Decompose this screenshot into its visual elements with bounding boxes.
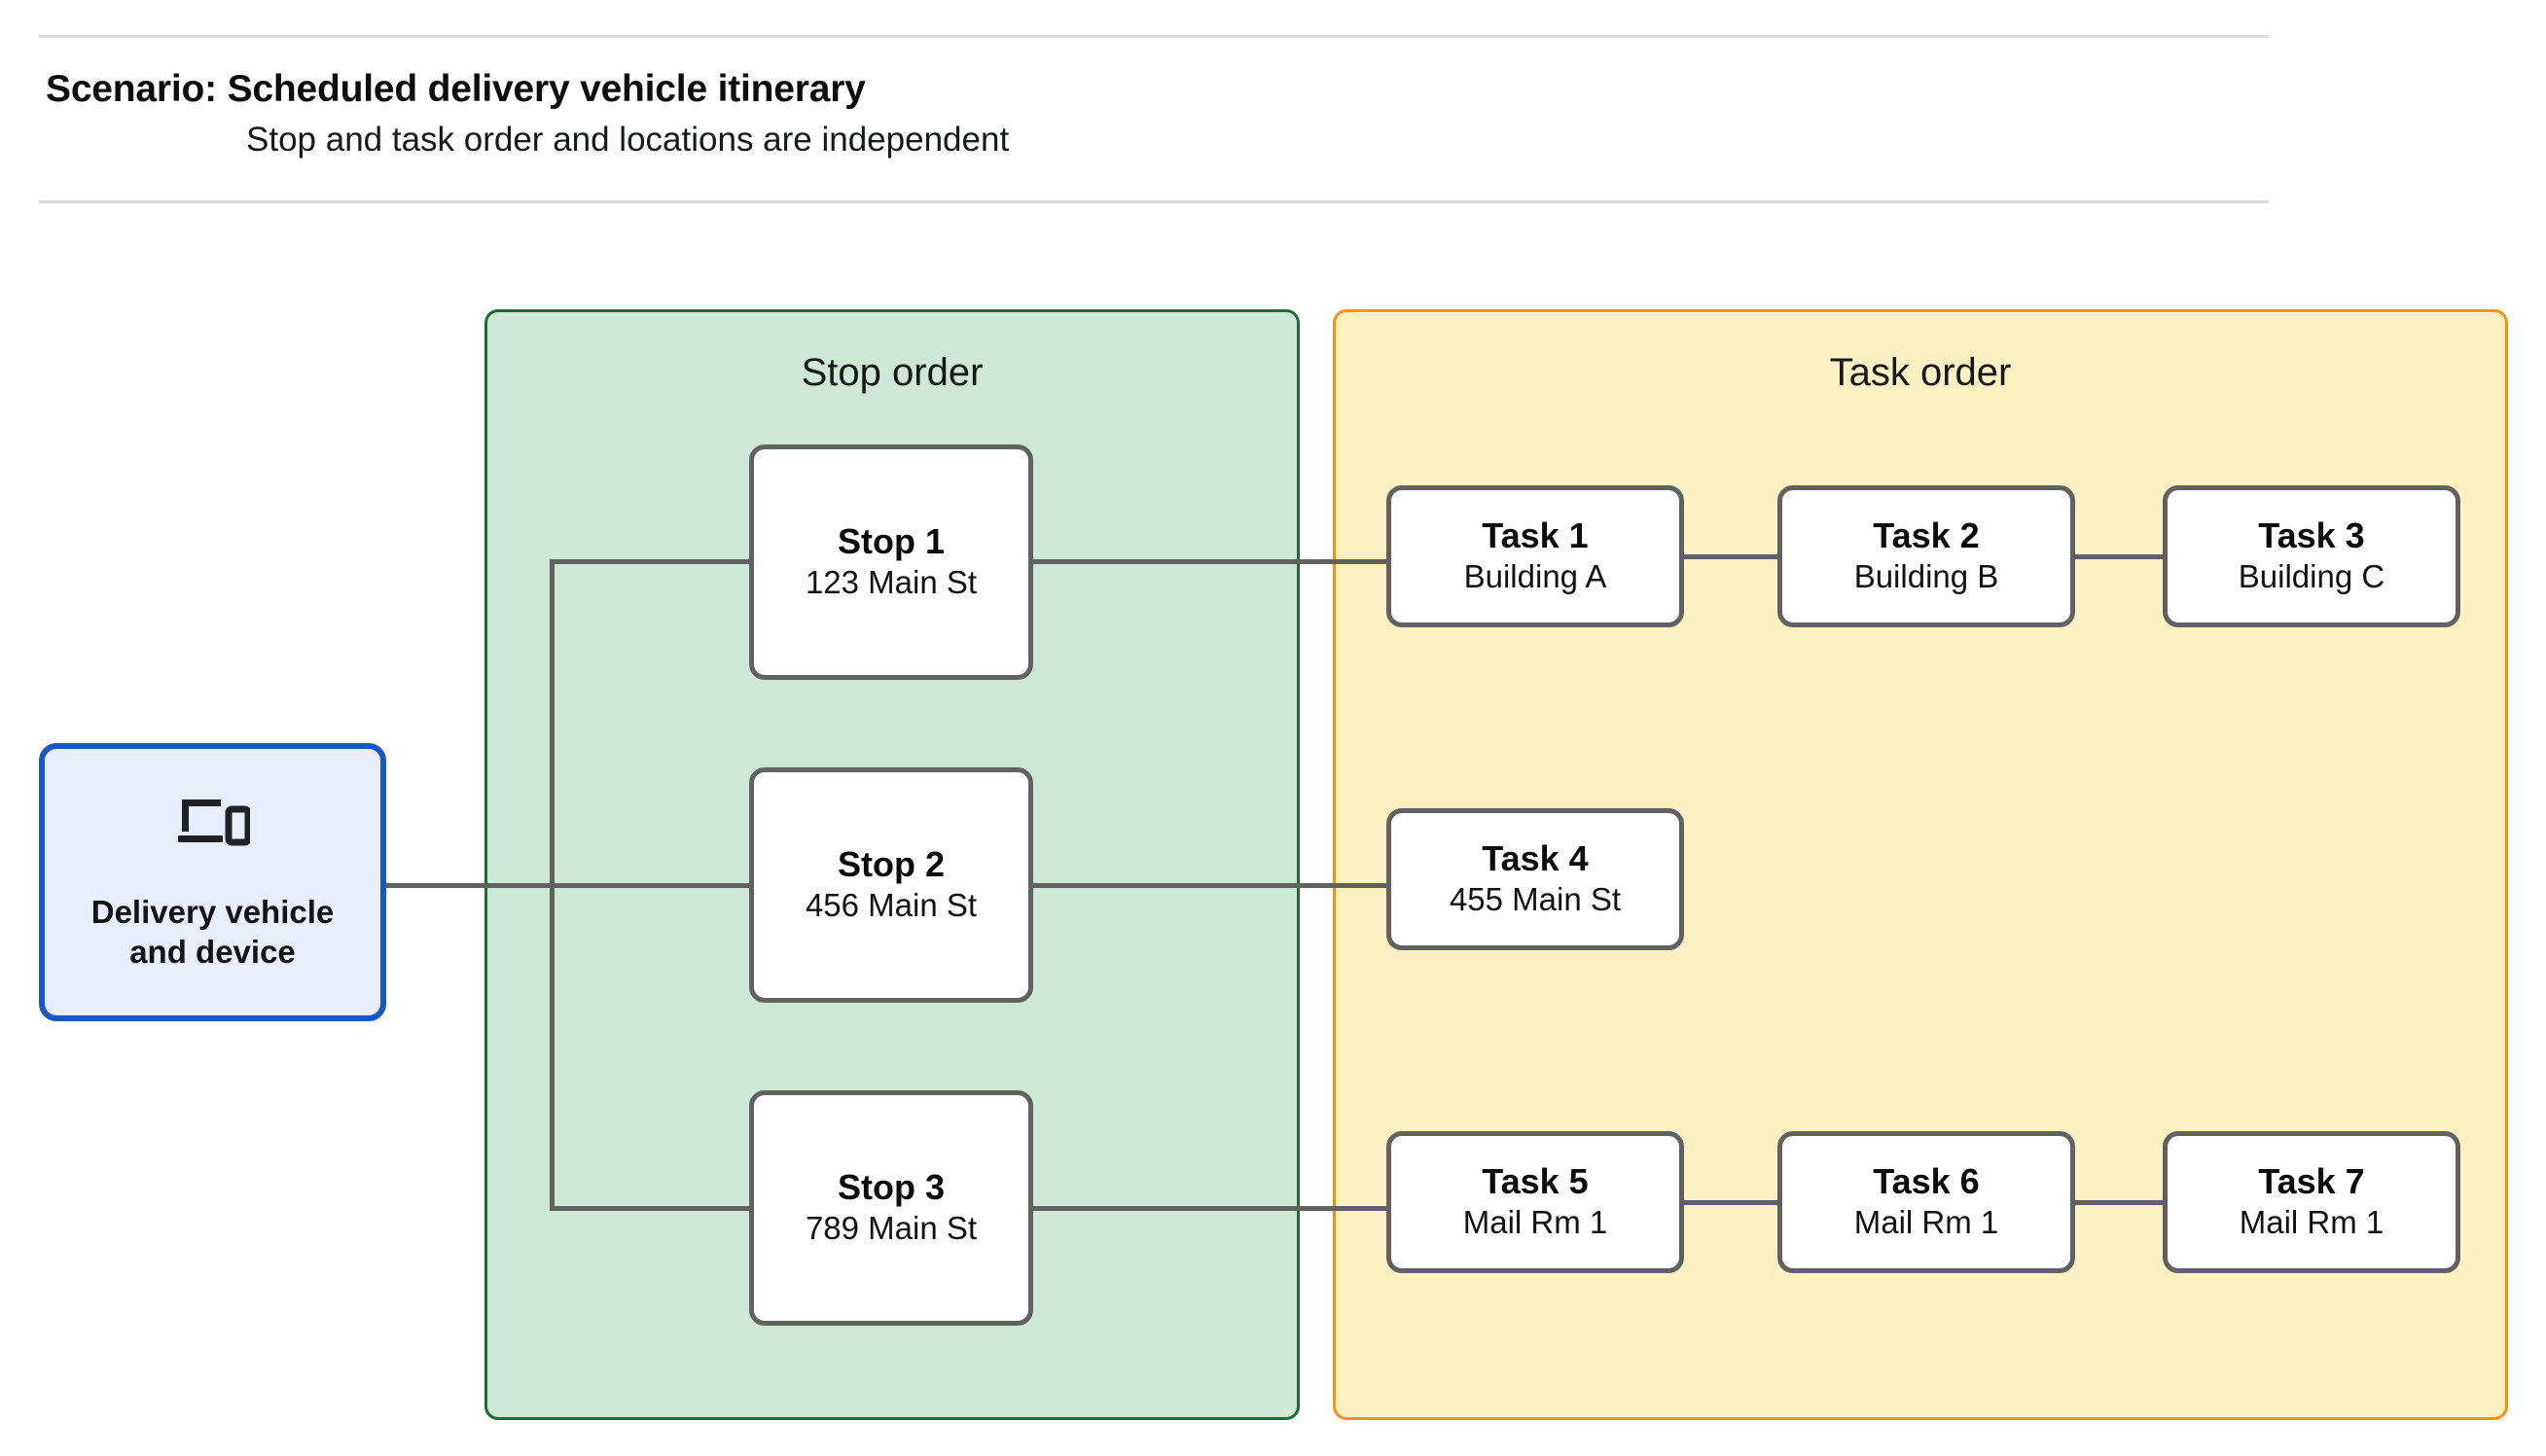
- connector-trunk-to-stop-3: [550, 1206, 754, 1211]
- task-node-4-location: 455 Main St: [1449, 880, 1622, 917]
- page-subtitle: Stop and task order and locations are in…: [246, 121, 1010, 159]
- stop-node-3-title: Stop 3: [837, 1167, 945, 1208]
- vehicle-node-label: Delivery vehicle and device: [91, 893, 335, 973]
- connector-stop-3-to-task-5: [1028, 1206, 1390, 1211]
- task-node-7[interactable]: Task 7 Mail Rm 1: [2163, 1131, 2460, 1273]
- task-node-3[interactable]: Task 3 Building C: [2163, 485, 2460, 627]
- stop-node-3[interactable]: Stop 3 789 Main St: [749, 1090, 1033, 1326]
- vehicle-and-device-node[interactable]: Delivery vehicle and device: [39, 743, 386, 1021]
- task-node-1-title: Task 1: [1482, 515, 1589, 556]
- task-node-6-location: Mail Rm 1: [1853, 1203, 1999, 1240]
- stop-node-1[interactable]: Stop 1 123 Main St: [749, 444, 1033, 680]
- stop-node-2[interactable]: Stop 2 456 Main St: [749, 767, 1033, 1003]
- header-divider-bottom: [39, 200, 2269, 203]
- connector-task-2-to-task-3: [2071, 554, 2167, 559]
- task-node-7-location: Mail Rm 1: [2239, 1203, 2385, 1240]
- task-node-3-location: Building C: [2238, 557, 2385, 594]
- connector-trunk-to-stop-1: [550, 559, 754, 564]
- connector-vehicle-to-trunk: [386, 883, 752, 888]
- task-node-4-title: Task 4: [1482, 838, 1589, 879]
- task-node-4[interactable]: Task 4 455 Main St: [1386, 808, 1684, 950]
- task-node-2[interactable]: Task 2 Building B: [1777, 485, 2075, 627]
- task-node-3-title: Task 3: [2258, 515, 2365, 556]
- task-node-2-location: Building B: [1853, 557, 1999, 594]
- task-node-1-location: Building A: [1463, 557, 1607, 594]
- devices-icon: [177, 799, 250, 846]
- panel-stop-order-title: Stop order: [801, 351, 984, 394]
- stop-node-3-address: 789 Main St: [805, 1209, 978, 1246]
- task-node-1[interactable]: Task 1 Building A: [1386, 485, 1684, 627]
- vehicle-label-line-1: Delivery vehicle: [90, 894, 335, 930]
- panel-task-order-title: Task order: [1829, 351, 2012, 394]
- page-title: Scenario: Scheduled delivery vehicle iti…: [46, 68, 866, 110]
- stop-node-1-title: Stop 1: [837, 521, 945, 562]
- connector-task-6-to-task-7: [2071, 1200, 2167, 1205]
- stop-node-1-address: 123 Main St: [805, 563, 978, 600]
- connector-trunk-vertical: [550, 559, 555, 1211]
- connector-stop-1-to-task-1: [1028, 559, 1390, 564]
- task-node-5[interactable]: Task 5 Mail Rm 1: [1386, 1131, 1684, 1273]
- task-node-6[interactable]: Task 6 Mail Rm 1: [1777, 1131, 2075, 1273]
- connector-task-1-to-task-2: [1680, 554, 1781, 559]
- task-node-5-title: Task 5: [1482, 1161, 1589, 1202]
- task-node-2-title: Task 2: [1873, 515, 1980, 556]
- task-node-5-location: Mail Rm 1: [1462, 1203, 1608, 1240]
- task-node-7-title: Task 7: [2258, 1161, 2365, 1202]
- stop-node-2-address: 456 Main St: [805, 886, 978, 923]
- vehicle-label-line-2: and device: [129, 933, 296, 970]
- task-node-6-title: Task 6: [1873, 1161, 1980, 1202]
- connector-stop-2-to-task-4: [1028, 883, 1390, 888]
- stop-node-2-title: Stop 2: [837, 844, 945, 885]
- connector-task-5-to-task-6: [1680, 1200, 1781, 1205]
- header-divider-top: [39, 35, 2269, 38]
